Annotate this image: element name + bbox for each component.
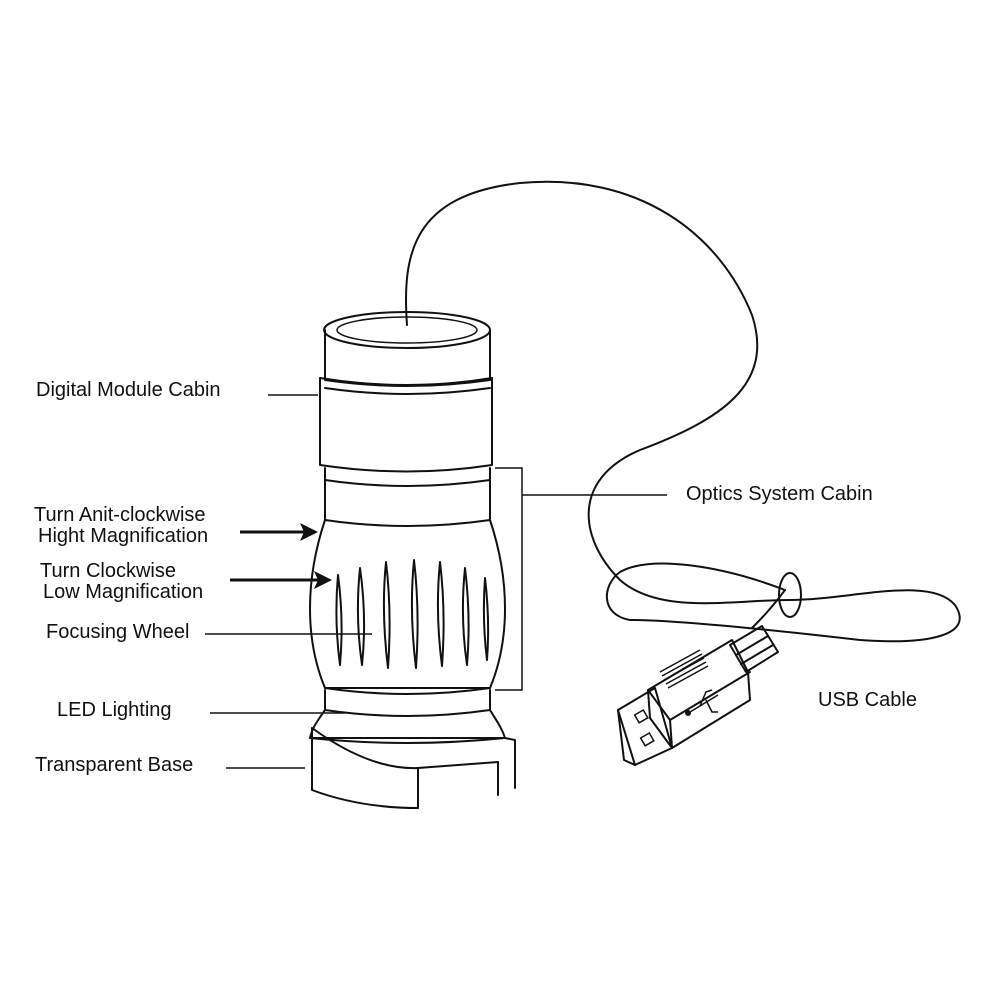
label-turn-anticlockwise-line1: Turn Anit-clockwise xyxy=(34,504,206,526)
label-usb-cable: USB Cable xyxy=(818,689,917,711)
label-digital-module-cabin: Digital Module Cabin xyxy=(36,379,221,401)
usb-cable-wire xyxy=(404,180,961,643)
label-optics-system-cabin: Optics System Cabin xyxy=(686,483,873,505)
label-led-lighting: LED Lighting xyxy=(57,699,172,721)
label-turn-clockwise: Turn Clockwise Low Magnification xyxy=(40,561,203,603)
label-turn-clockwise-line1: Turn Clockwise xyxy=(40,560,176,582)
label-turn-clockwise-line2: Low Magnification xyxy=(43,581,204,603)
optics-bracket xyxy=(495,467,523,691)
microscope-body xyxy=(309,311,516,809)
label-focusing-wheel: Focusing Wheel xyxy=(46,621,190,643)
usb-trident-icon xyxy=(685,689,719,716)
rotation-arrows xyxy=(230,523,332,589)
leader-lines xyxy=(205,394,667,769)
label-turn-anticlockwise: Turn Anit-clockwise Hight Magnification xyxy=(34,505,208,547)
label-turn-anticlockwise-line2: Hight Magnification xyxy=(38,525,209,547)
usb-plug xyxy=(617,625,779,766)
label-transparent-base: Transparent Base xyxy=(35,754,194,776)
